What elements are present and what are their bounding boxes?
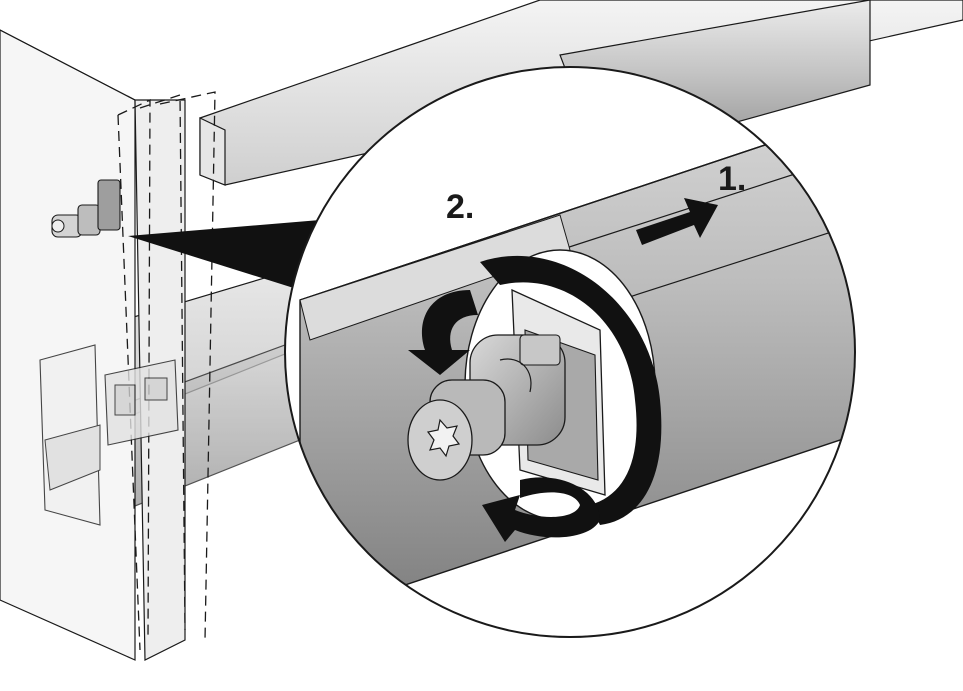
step-2-label: 2.	[446, 188, 474, 226]
rotation-ring	[480, 255, 662, 525]
rotate-arrow-lower-icon	[482, 477, 600, 542]
connector-knob	[407, 334, 566, 481]
alignment-dashes	[117, 91, 216, 651]
zoom-detail	[284, 66, 856, 638]
rotate-arrow-upper-icon	[408, 290, 478, 375]
panel-top-edge	[0, 29, 136, 101]
drawer-bracket	[39, 344, 179, 526]
rail-end-cap	[199, 117, 226, 186]
torx-socket-icon	[426, 418, 461, 458]
push-arrow-icon	[636, 198, 718, 245]
step-1-label: 1.	[718, 160, 746, 198]
callout-pointer	[128, 220, 320, 290]
small-coupling-detail	[51, 179, 121, 238]
side-panel	[0, 29, 136, 661]
